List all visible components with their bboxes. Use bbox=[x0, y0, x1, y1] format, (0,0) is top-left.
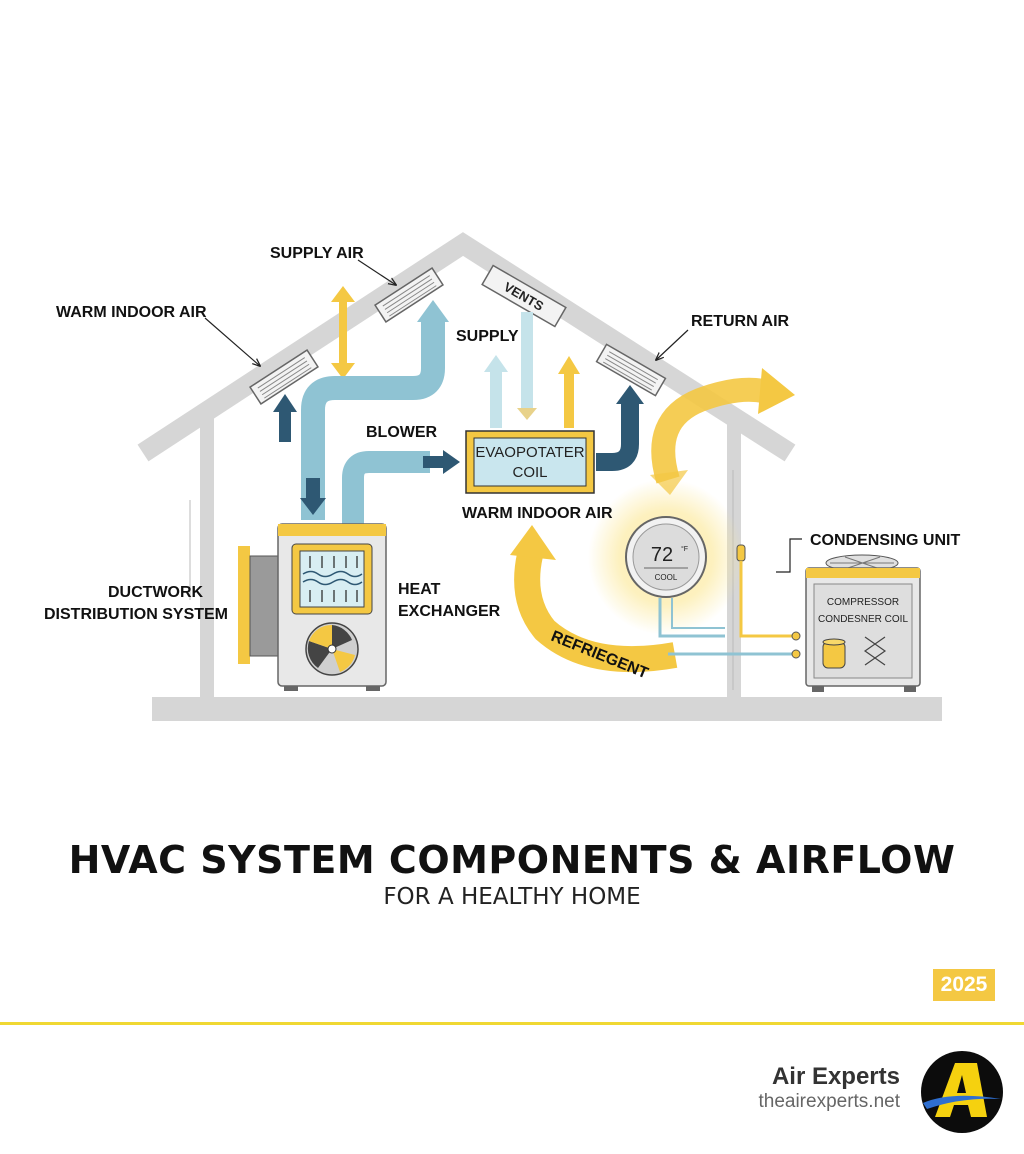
footer-divider bbox=[0, 1022, 1024, 1025]
thermostat-unit: °F bbox=[681, 545, 688, 553]
label-heat-line1: HEAT bbox=[398, 581, 441, 598]
label-condensing-unit: CONDENSING UNIT bbox=[810, 532, 960, 549]
evaporator-label-line2: COIL bbox=[512, 464, 547, 481]
brand-block: Air Experts theairexperts.net bbox=[758, 1063, 900, 1113]
airflow-arrows bbox=[273, 286, 795, 673]
furnace-unit bbox=[238, 523, 387, 691]
outdoor-curve-arrow bbox=[651, 377, 771, 484]
label-supply-air: SUPPLY AIR bbox=[270, 245, 364, 262]
thermostat-mode: COOL bbox=[655, 573, 678, 582]
vent-supply bbox=[374, 267, 444, 323]
thermostat: 72 °F COOL bbox=[625, 516, 725, 638]
compressor-label-line1: COMPRESSOR bbox=[827, 597, 899, 608]
vent-top-label-box: VENTS bbox=[481, 264, 567, 328]
label-heat-line2: EXCHANGER bbox=[398, 603, 501, 620]
page-title: HVAC SYSTEM COMPONENTS & AIRFLOW bbox=[68, 838, 956, 882]
condensing-unit: COMPRESSOR CONDESNER COIL bbox=[805, 554, 921, 692]
blower-fan-icon bbox=[305, 622, 359, 676]
thermostat-temperature: 72 bbox=[651, 544, 673, 566]
brand-url: theairexperts.net bbox=[758, 1091, 900, 1112]
heat-exchanger-waves bbox=[302, 570, 363, 586]
label-blower: BLOWER bbox=[366, 424, 438, 441]
evaporator-label-line1: EVAOPOTATER bbox=[475, 444, 584, 461]
label-warm-indoor-air-top: WARM INDOOR AIR bbox=[56, 304, 207, 321]
blower-duct-arrow bbox=[342, 451, 430, 530]
compressor-label-line2: CONDESNER COIL bbox=[818, 614, 908, 625]
vent-return bbox=[595, 343, 667, 397]
compressor-icon bbox=[822, 638, 846, 669]
label-ductwork-line2: DISTRIBUTION SYSTEM bbox=[44, 606, 228, 623]
hvac-diagram: VENTS bbox=[44, 232, 960, 721]
vent-left bbox=[249, 349, 319, 405]
label-warm-indoor-air-mid: WARM INDOOR AIR bbox=[462, 505, 613, 522]
page-subtitle: FOR A HEALTHY HOME bbox=[383, 884, 641, 910]
floor bbox=[152, 697, 942, 721]
evaporator-coil: EVAOPOTATER COIL bbox=[465, 430, 595, 494]
leader-lines bbox=[204, 259, 802, 573]
house-structure bbox=[137, 232, 942, 721]
refrigerant-arrow bbox=[514, 552, 678, 673]
label-ductwork-line1: DUCTWORK bbox=[108, 584, 204, 601]
condenser-coil-icon bbox=[863, 636, 887, 666]
supply-duct-arrow bbox=[301, 318, 445, 520]
year-badge: 2025 bbox=[933, 969, 995, 1001]
return-duct-arrow bbox=[596, 402, 639, 471]
label-supply: SUPPLY bbox=[456, 328, 519, 345]
label-return-air: RETURN AIR bbox=[691, 313, 790, 330]
brand-name: Air Experts bbox=[771, 1063, 900, 1090]
refrigerant-lines bbox=[668, 544, 801, 659]
brand-logo bbox=[921, 1051, 1003, 1133]
logo-a-icon bbox=[923, 1063, 1001, 1117]
